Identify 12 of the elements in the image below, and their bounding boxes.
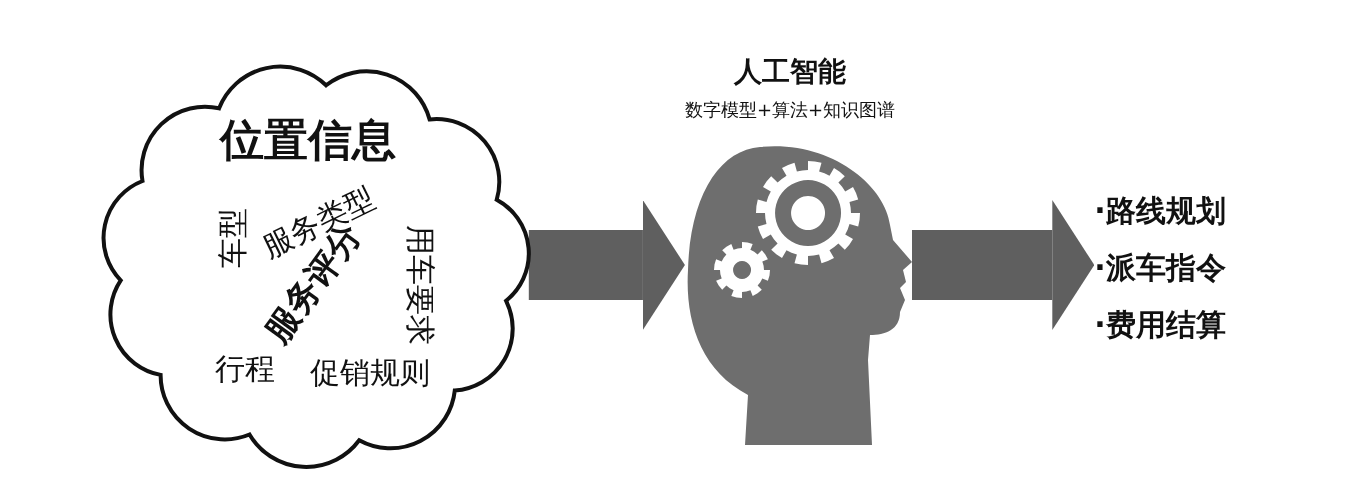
keyword: 行程 [215,351,275,385]
block-arrow [912,200,1095,330]
keyword: 用车要求 [403,225,437,345]
keyword: 车型 [215,208,249,268]
title-text: 人工智能 [734,56,846,88]
cloud-heading: 位置信息 [220,115,396,165]
subtitle-text: 数字模型+算法+知识图谱 [684,100,896,120]
bullet-item: ·费用结算 [1094,307,1226,341]
block-arrow [528,200,685,330]
keyword: 促销规则 [310,355,430,389]
bullet-item: ·派车指令 [1094,250,1226,284]
bullet-item: ·路线规划 [1094,193,1226,227]
